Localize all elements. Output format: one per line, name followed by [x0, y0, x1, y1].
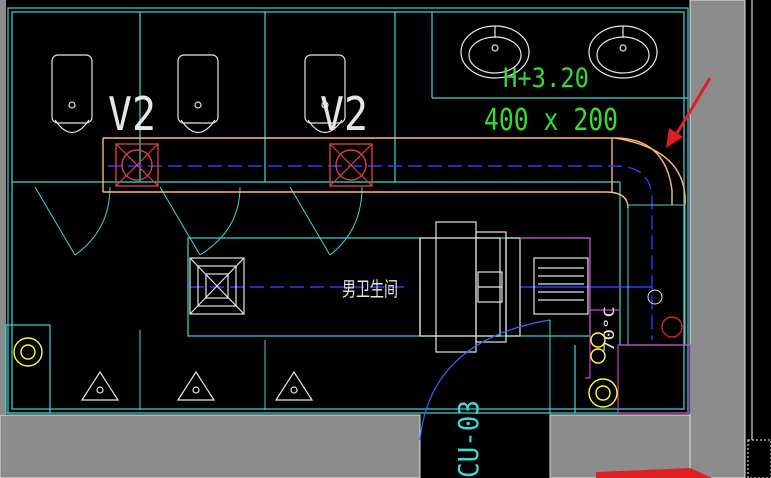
entry-door-arc	[419, 319, 551, 441]
red-marker-circle	[661, 316, 683, 338]
sink-2	[588, 25, 658, 79]
sink-fixtures	[460, 25, 658, 79]
room-name-label: 男卫生间	[342, 277, 398, 301]
fan-label-1: V2	[108, 87, 156, 141]
urinal-fixtures	[80, 370, 314, 401]
fan-label-2: V2	[320, 87, 368, 141]
exhaust-fan-2[interactable]	[329, 143, 373, 187]
toilet-fixtures	[51, 54, 346, 134]
duct-centerline	[108, 165, 653, 340]
exhaust-fan-1[interactable]	[115, 143, 159, 187]
magenta-pipe	[520, 237, 691, 414]
bottom-left-wall	[0, 414, 421, 478]
supply-duct	[102, 137, 686, 209]
toilet-1	[51, 54, 93, 134]
duct-size-label: 400 x 200	[484, 103, 618, 138]
right-edge-hatch	[747, 439, 771, 478]
bottom-right-wall	[549, 414, 691, 478]
urinal-1	[80, 370, 120, 401]
riser-duct	[627, 204, 686, 345]
toilet-3	[304, 54, 346, 134]
door-swings	[34, 186, 363, 410]
unit-code-label: CU-03	[452, 400, 485, 478]
temperature-tag: 70°C	[602, 306, 618, 352]
floor-drains	[13, 332, 618, 408]
left-wall-strip	[0, 0, 6, 415]
red-arrow-annotation	[666, 77, 712, 148]
red-bottom-mark	[596, 468, 712, 478]
sink-1	[460, 25, 530, 79]
right-wall	[689, 0, 746, 478]
ceiling-diffuser	[189, 257, 245, 315]
urinal-2	[176, 370, 216, 401]
toilet-2	[177, 54, 219, 134]
duct-elevation-label: H+3.20	[503, 63, 589, 94]
return-grille	[533, 257, 589, 315]
urinal-3	[274, 370, 314, 401]
